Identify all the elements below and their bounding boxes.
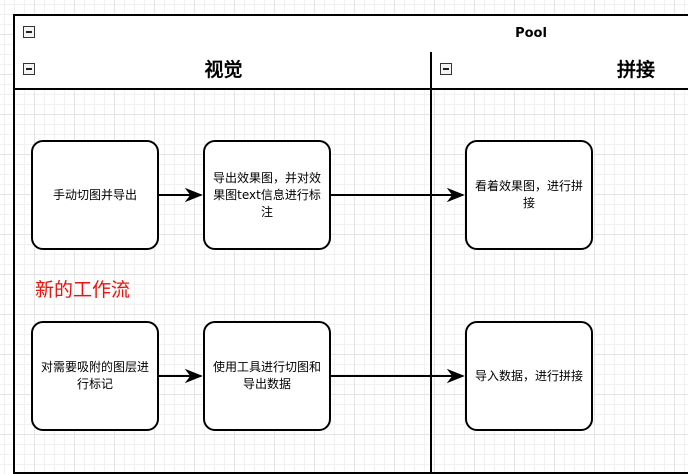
lane-visual-collapse-toggle[interactable] [23, 63, 35, 75]
lane-splice-title: 拼接 [617, 59, 656, 81]
lane-visual-header: 视觉 [15, 52, 430, 90]
pool-collapse-toggle[interactable] [23, 26, 35, 38]
lane-splice-header: 拼接 [432, 52, 688, 90]
node-mark-snap-layers[interactable]: 对需要吸附的图层进行标记 [31, 321, 159, 431]
edges-layer [159, 187, 465, 384]
node-view-splice[interactable]: 看着效果图，进行拼接 [465, 140, 593, 250]
pool-title: Pool [515, 26, 547, 41]
lane-splice: 拼接 [432, 52, 688, 472]
lane-visual: 视觉 [15, 52, 432, 472]
node-tool-slice-export-data[interactable]: 使用工具进行切图和导出数据 [203, 321, 331, 431]
lane-splice-collapse-toggle[interactable] [440, 63, 452, 75]
node-export-annotate[interactable]: 导出效果图，并对效果图text信息进行标注 [203, 140, 331, 250]
node-import-data-splice[interactable]: 导入数据，进行拼接 [465, 321, 593, 431]
node-manual-slice-export[interactable]: 手动切图并导出 [31, 140, 159, 250]
workflow-note: 新的工作流 [35, 279, 131, 301]
lane-visual-title: 视觉 [204, 59, 243, 81]
pool: Pool 视觉 拼接 [13, 14, 688, 474]
